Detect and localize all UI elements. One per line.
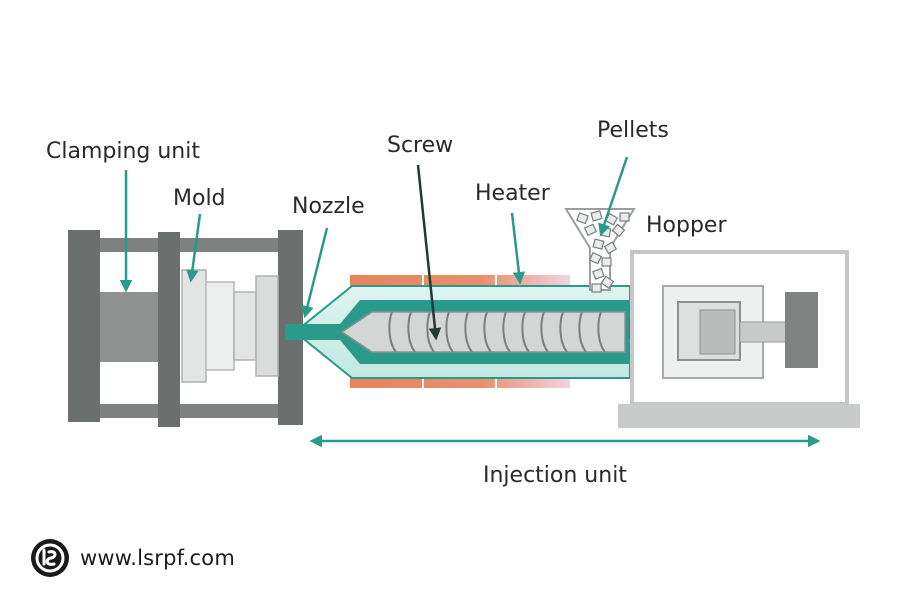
label-injection-unit: Injection unit [483,463,627,488]
screw-flights [388,311,606,353]
hydraulic-cylinder [785,292,818,368]
heater-arrow [510,212,526,285]
label-screw: Screw [387,133,453,158]
nozzle-arrow [301,227,329,319]
label-clamping-unit: Clamping unit [46,139,200,164]
label-mold: Mold [173,186,226,211]
nozzle-tip [285,324,297,340]
screw-arrow [416,164,442,341]
tie-bar-top [100,238,300,252]
tie-bar-bottom [100,404,300,418]
output-shaft [739,321,791,343]
mold-half-left [181,269,207,383]
label-pellets: Pellets [597,118,669,143]
mold-arrow [186,213,202,283]
clamp-block [100,292,158,362]
footer: www.lsrpf.com [30,538,235,578]
label-heater: Heater [475,181,551,206]
footer-url[interactable]: www.lsrpf.com [80,546,236,570]
mold-half-right [255,275,279,377]
injection-unit [285,208,860,428]
machine-base [618,404,860,428]
lsrpf-logo-icon [31,539,69,577]
leader-arrows [119,156,821,448]
mold-cavity [233,291,257,361]
clamping-unit [68,230,303,427]
pellets-arrow [598,156,629,237]
rear-platen [68,230,100,422]
label-nozzle: Nozzle [292,194,365,219]
mold-core [205,281,235,371]
moving-platen [158,232,180,427]
motor-core [699,309,736,355]
label-hopper: Hopper [646,213,727,238]
